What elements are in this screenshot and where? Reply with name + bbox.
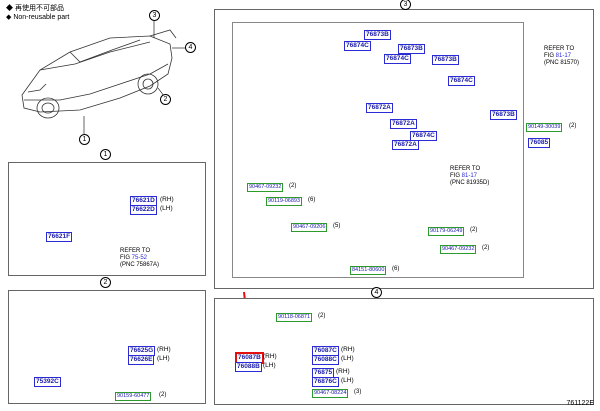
part-tag-90467-09206[interactable]: 90467-09206 bbox=[291, 223, 328, 232]
side-rh: (RH) bbox=[160, 196, 174, 203]
non-reusable-icon: ◆ bbox=[6, 14, 12, 21]
part-tag-90159-60477[interactable]: 90159-60477 bbox=[115, 392, 152, 401]
panel-4 bbox=[214, 298, 594, 405]
part-tag-76872a[interactable]: 76872A bbox=[366, 103, 393, 113]
panel-1 bbox=[8, 162, 206, 276]
part-tag-76873b[interactable]: 76873B bbox=[364, 30, 391, 40]
qty: (6) bbox=[392, 266, 400, 272]
panel-number-4: 4 bbox=[371, 287, 382, 298]
part-tag-76087b-highlighted[interactable]: 76087B bbox=[235, 352, 264, 364]
side-lh: (LH) bbox=[341, 377, 354, 384]
panel-number-1: 1 bbox=[100, 149, 111, 160]
part-tag-76872a[interactable]: 76872A bbox=[392, 140, 419, 150]
panel-number-2: 2 bbox=[100, 277, 111, 288]
qty: (2) bbox=[569, 123, 577, 129]
side-lh: (LH) bbox=[263, 362, 276, 369]
part-tag-76088c[interactable]: 76088C bbox=[312, 355, 339, 365]
part-tag-90179-06249[interactable]: 90179-06249 bbox=[428, 227, 465, 236]
side-rh: (RH) bbox=[336, 368, 350, 375]
part-tag-76626e[interactable]: 76626E bbox=[128, 355, 155, 365]
fig-link[interactable]: 75-52 bbox=[131, 255, 148, 261]
refer-note-panel1: REFER TO FIG 75-52 (PNC 75867A) bbox=[120, 248, 160, 268]
part-tag-76622d[interactable]: 76622D bbox=[130, 205, 157, 215]
part-tag-76876c[interactable]: 76876C bbox=[312, 377, 339, 387]
legend-jp: 再使用不可部品 bbox=[14, 5, 64, 12]
part-tag-76873b[interactable]: 76873B bbox=[398, 44, 425, 54]
car-callout-2: 2 bbox=[160, 94, 171, 105]
part-tag-76874c[interactable]: 76874C bbox=[384, 54, 411, 64]
part-tag-90149-30039[interactable]: 90149-30039 bbox=[526, 123, 563, 132]
car-callout-3: 3 bbox=[149, 10, 160, 21]
part-tag-76872a[interactable]: 76872A bbox=[390, 119, 417, 129]
qty: (2) bbox=[159, 392, 167, 398]
part-tag-90467-09232[interactable]: 90467-09232 bbox=[440, 245, 477, 254]
part-tag-90118-06871[interactable]: 90118-06871 bbox=[276, 313, 313, 322]
part-tag-76085[interactable]: 76085 bbox=[528, 138, 551, 148]
side-lh: (LH) bbox=[160, 205, 173, 212]
qty: (2) bbox=[470, 227, 478, 233]
car-callout-4: 4 bbox=[185, 42, 196, 53]
part-tag-90467-08224[interactable]: 90467-08224 bbox=[312, 389, 349, 398]
qty: (3) bbox=[354, 389, 362, 395]
side-rh: (RH) bbox=[341, 346, 355, 353]
panel-3-inner bbox=[232, 22, 524, 278]
side-lh: (LH) bbox=[157, 355, 170, 362]
car-callout-1: 1 bbox=[79, 134, 90, 145]
fig-link[interactable]: 81-17 bbox=[555, 53, 572, 59]
part-tag-90119-06893[interactable]: 90119-06893 bbox=[266, 197, 303, 206]
part-tag-76873b[interactable]: 76873B bbox=[490, 110, 517, 120]
non-reusable-icon: ◆ bbox=[6, 5, 13, 12]
side-rh: (RH) bbox=[263, 353, 277, 360]
qty: (2) bbox=[318, 313, 326, 319]
qty: (5) bbox=[333, 223, 341, 229]
legend-en: Non-reusable part bbox=[13, 14, 70, 21]
part-tag-75392c[interactable]: 75392C bbox=[34, 377, 61, 387]
part-tag-76621f[interactable]: 76621F bbox=[46, 232, 73, 242]
panel-number-3: 3 bbox=[400, 0, 411, 10]
part-tag-76088b[interactable]: 76088B bbox=[235, 362, 262, 372]
part-tag-76874c[interactable]: 76874C bbox=[448, 76, 475, 86]
refer-note-panel3-mid: REFER TO FIG 81-17 (PNC 81935D) bbox=[450, 166, 490, 186]
part-tag-76873b[interactable]: 76873B bbox=[432, 55, 459, 65]
part-tag-84151-80600[interactable]: 84151-80600 bbox=[350, 266, 387, 275]
side-lh: (LH) bbox=[341, 355, 354, 362]
qty: (2) bbox=[289, 183, 297, 189]
qty: (6) bbox=[308, 197, 316, 203]
qty: (2) bbox=[482, 245, 490, 251]
part-tag-90467-09232[interactable]: 90467-09232 bbox=[247, 183, 284, 192]
diagram-code: 761122E bbox=[566, 400, 594, 407]
part-tag-76874c[interactable]: 76874C bbox=[344, 41, 371, 51]
side-rh: (RH) bbox=[157, 346, 171, 353]
fig-link[interactable]: 81-17 bbox=[461, 173, 478, 179]
refer-note-panel3-right: REFER TO FIG 81-17 (PNC 81570) bbox=[544, 46, 580, 66]
legend: ◆ 再使用不可部品 ◆ Non-reusable part bbox=[6, 4, 69, 22]
part-tag-76874c[interactable]: 76874C bbox=[410, 131, 437, 141]
